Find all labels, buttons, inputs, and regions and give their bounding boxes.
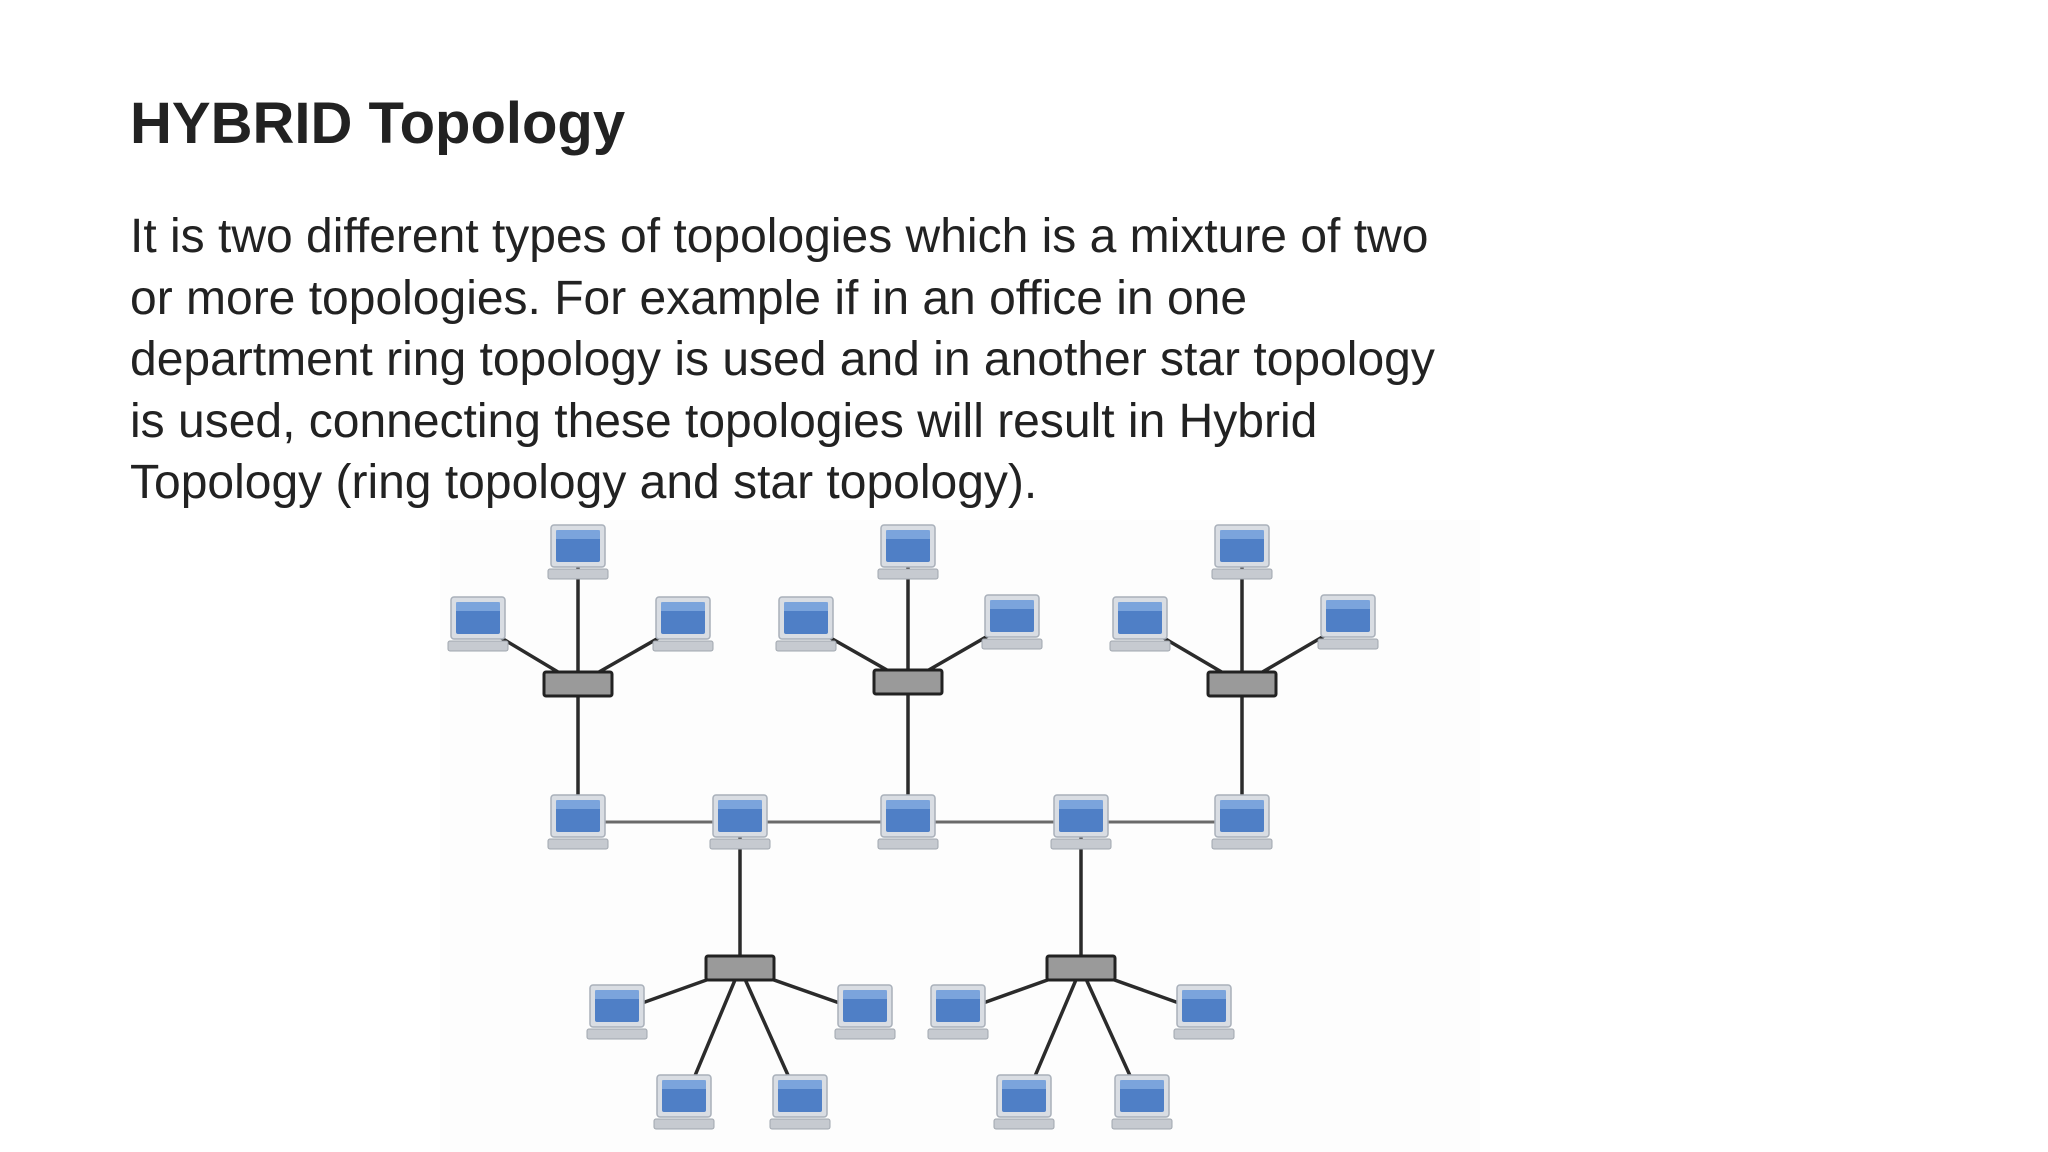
computer-icon: [547, 794, 609, 850]
network-hubs: [542, 668, 1278, 982]
computer-icon: [927, 984, 989, 1040]
computer-icon: [586, 984, 648, 1040]
computer-icon: [1317, 594, 1379, 650]
slide-body: It is two different types of topologies …: [130, 206, 1570, 514]
hub-icon: [704, 954, 776, 982]
slide-title: HYBRID Topology: [130, 91, 626, 156]
computer-icon: [1211, 524, 1273, 580]
computer-icon: [547, 524, 609, 580]
computer-icon: [769, 1074, 831, 1130]
body-line: Topology (ring topology and star topolog…: [130, 456, 1038, 509]
hub-icon: [872, 668, 944, 696]
computer-icon: [1050, 794, 1112, 850]
body-line: or more topologies. For example if in an…: [130, 271, 1248, 325]
hub-icon: [1206, 670, 1278, 698]
body-line: department ring topology is used and in …: [130, 333, 1435, 386]
computer-icon: [877, 524, 939, 580]
computer-icon: [1109, 596, 1171, 652]
hub-icon: [542, 670, 614, 698]
computer-icon: [1211, 794, 1273, 850]
computer-icon: [981, 594, 1043, 650]
hub-icon: [1045, 954, 1117, 982]
body-line: is used, connecting these topologies wil…: [130, 394, 1318, 448]
computer-icon: [447, 596, 509, 652]
computer-icon: [652, 596, 714, 652]
computer-icon: [1173, 984, 1235, 1040]
body-line: It is two different types of topologies …: [130, 210, 1429, 263]
computer-icon: [653, 1074, 715, 1130]
computer-icon: [775, 596, 837, 652]
computer-icon: [834, 984, 896, 1040]
computer-icon: [993, 1074, 1055, 1130]
computer-icon: [1111, 1074, 1173, 1130]
diagram-background: [440, 520, 1480, 1152]
computer-icon: [709, 794, 771, 850]
computer-icon: [877, 794, 939, 850]
